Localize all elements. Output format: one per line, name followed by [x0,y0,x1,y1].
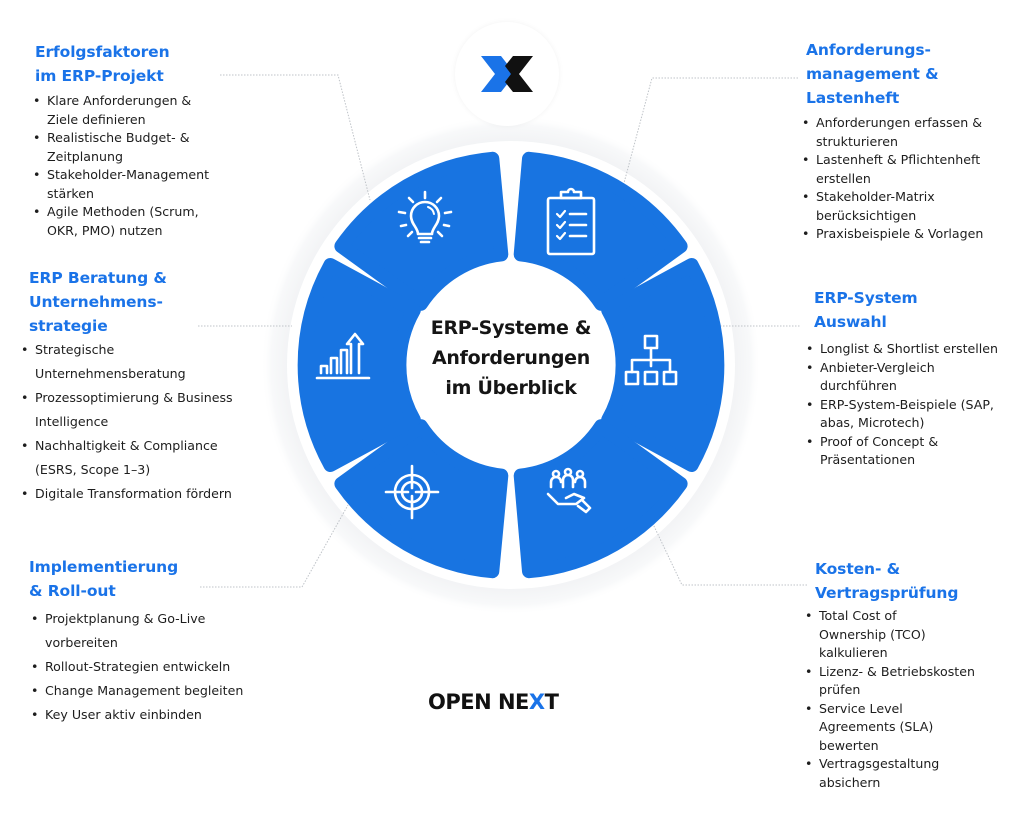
panel-beratung: ERP Beratung & Unternehmens- strategie S… [21,266,254,506]
wordmark-x: X [528,690,545,714]
bullet-list: Longlist & Shortlist erstellen Anbieter-… [804,340,999,470]
list-item: Lizenz- & Betriebskosten prüfen [803,663,990,700]
panel-title-line: im ERP-Projekt [35,67,164,85]
org-chart-icon [624,334,678,386]
panel-title: ERP Beratung & Unternehmens- strategie [29,266,254,338]
list-item: Longlist & Shortlist erstellen [804,340,999,359]
center-title-line: Anforderungen [432,347,590,369]
growth-chart-icon [315,332,371,380]
list-item: Realistische Budget- & Zeitplanung [31,129,215,166]
panel-title: Kosten- & Vertragsprüfung [815,557,990,605]
segment-kosten [513,419,688,579]
panel-title-line: Vertragsprüfung [815,584,959,602]
connector-anforderungsmanagement [619,77,798,199]
list-item: Nachhaltigkeit & Compliance (ESRS, Scope… [19,434,254,482]
wordmark-text: T [544,690,559,714]
panel-title: Anforderungs- management & Lastenheft [806,38,1006,110]
ring-segments [297,151,725,579]
panel-title: Erfolgsfaktoren im ERP-Projekt [35,40,215,88]
bullet-list: Klare Anforderungen & Ziele definieren R… [31,92,215,240]
panel-title: ERP-System Auswahl [814,286,999,334]
list-item: Strategische Unternehmensberatung [19,338,186,386]
panel-title-line: & Roll-out [29,582,116,600]
list-item: Vertragsgestaltung absichern [803,755,959,792]
list-item: Rollout-Strategien entwickeln [29,655,269,679]
panel-title-line: Auswahl [814,313,887,331]
list-item: Projektplanung & Go-Live vorbereiten [29,607,225,655]
connector-implementierung [200,504,349,588]
bullet-list: Total Cost of Ownership (TCO) kalkuliere… [803,607,990,792]
hand-people-icon [546,467,592,514]
panel-title-line: Anforderungs- [806,41,931,59]
list-item: Digitale Transformation fördern [19,482,254,506]
panel-auswahl: ERP-System Auswahl Longlist & Shortlist … [806,286,999,470]
center-title: ERP-Systeme & Anforderungen im Überblick [411,313,611,403]
brand-wordmark: OPEN NEXT [428,690,559,714]
panel-title-line: ERP Beratung & [29,269,167,287]
list-item: Stakeholder-Matrix berücksichtigen [800,188,1006,225]
list-item: Praxisbeispiele & Vorlagen [800,225,1006,244]
list-item: Key User aktiv einbinden [29,703,269,727]
panel-title-line: Unternehmens- [29,293,163,311]
wordmark-text: OPEN NE [428,690,529,714]
segment-auswahl [601,258,725,472]
list-item: Proof of Concept & Präsentationen [804,433,999,470]
lightbulb-icon [397,190,453,244]
bullet-list: Strategische Unternehmensberatung Prozes… [19,338,254,506]
list-item: Change Management begleiten [29,679,269,703]
list-item: Klare Anforderungen & Ziele definieren [31,92,215,129]
panel-anforderungsmanagement: Anforderungs- management & Lastenheft An… [802,38,1006,244]
panel-kosten: Kosten- & Vertragsprüfung Total Cost of … [805,557,990,792]
list-item: Anbieter-Vergleich durchführen [804,359,999,396]
panel-title-line: ERP-System [814,289,918,307]
panel-title-line: strategie [29,317,108,335]
panel-erfolgsfaktoren: Erfolgsfaktoren im ERP-Projekt Klare Anf… [33,40,215,240]
open-next-x-icon [481,56,533,92]
connector-erfolgsfaktoren [220,74,371,201]
list-item: Stakeholder-Management stärken [31,166,215,203]
list-item: Total Cost of Ownership (TCO) kalkuliere… [803,607,959,663]
panel-title: Implementierung & Roll-out [29,555,269,603]
panel-title-line: Lastenheft [806,89,900,107]
panel-implementierung: Implementierung & Roll-out Projektplanun… [29,555,269,727]
list-item: Anforderungen erfassen & strukturieren [800,114,1006,151]
panel-title-line: management & [806,65,939,83]
list-item: Lastenheft & Pflichtenheft erstellen [800,151,1006,188]
center-title-line: im Überblick [445,377,577,399]
connector-lines [198,74,807,588]
segment-erfolgsfaktoren [334,151,509,311]
list-item: Prozessoptimierung & Business Intelligen… [19,386,254,434]
panel-title-line: Erfolgsfaktoren [35,43,170,61]
clipboard-checklist-icon [546,187,596,256]
panel-title-line: Kosten- & [815,560,901,578]
list-item: Agile Methoden (Scrum, OKR, PMO) nutzen [31,203,215,240]
logo-badge [455,22,559,126]
panel-title-line: Implementierung [29,558,179,576]
center-title-line: ERP-Systeme & [430,317,592,339]
target-crosshair-icon [384,464,440,520]
list-item: Service Level Agreements (SLA) bewerten [803,700,969,756]
list-item: ERP-System-Beispiele (SAP, abas, Microte… [804,396,999,433]
segment-implementierung [334,419,509,579]
bullet-list: Anforderungen erfassen & strukturieren L… [800,114,1006,244]
bullet-list: Projektplanung & Go-Live vorbereiten Rol… [29,607,269,727]
